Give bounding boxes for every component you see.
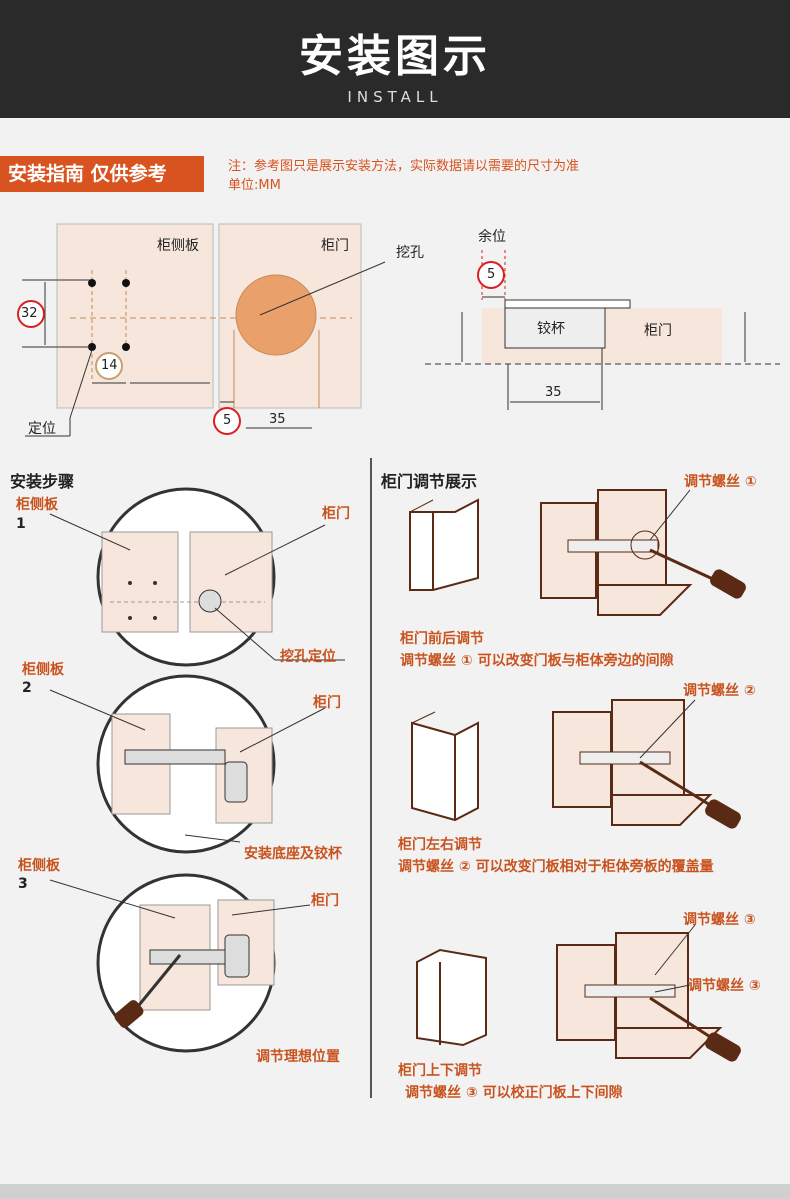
step2-side-label: 柜侧板	[22, 662, 64, 678]
guide-note-line1: 注：参考图只是展示安装方法，实际数据请以需要的尺寸为准	[228, 159, 580, 174]
guide-note-unit: 单位:MM	[228, 178, 281, 193]
label-cabinet-door: 柜门	[321, 238, 349, 254]
adjust3-desc: 调节螺丝 ③ 可以校正门板上下间隙	[405, 1085, 623, 1101]
step1-number: 1	[16, 516, 26, 532]
adjust3-title: 柜门上下调节	[398, 1063, 482, 1079]
dim-32: 32	[21, 306, 38, 321]
label-position: 定位	[28, 421, 56, 437]
drilling-diagram	[17, 223, 780, 437]
step3-number: 3	[18, 876, 28, 892]
page-title: 安装图示	[299, 31, 491, 82]
adjust2-title: 柜门左右调节	[398, 837, 482, 853]
step3-caption: 调节理想位置	[256, 1049, 340, 1065]
adjust1-title: 柜门前后调节	[400, 631, 484, 647]
adjust3-screw-label-top: 调节螺丝 ③	[683, 912, 756, 928]
adjust-illustrations	[409, 489, 746, 1062]
section-divider	[370, 458, 372, 1098]
bottom-bar	[0, 1184, 790, 1199]
adjust1-screw-label: 调节螺丝 ①	[684, 474, 757, 490]
label-cabinet-side: 柜侧板	[157, 238, 199, 254]
steps-illustrations	[49, 487, 345, 1053]
hinge-cup	[504, 307, 606, 349]
dim-14: 14	[101, 358, 118, 373]
step2-caption: 安装底座及铰杯	[244, 846, 342, 862]
step3-door-label: 柜门	[311, 893, 339, 909]
step1-side-label: 柜侧板	[16, 497, 58, 513]
label-cup: 铰杯	[537, 321, 565, 337]
dim-5-left: 5	[223, 413, 232, 428]
adjust1-desc: 调节螺丝 ① 可以改变门板与柜体旁边的间隙	[400, 653, 674, 669]
label-hole: 挖孔	[396, 245, 424, 261]
header-banner: 安装图示 INSTALL	[0, 0, 790, 118]
dim-35-right: 35	[545, 385, 562, 400]
adjust2-screw-label: 调节螺丝 ②	[683, 683, 756, 699]
adjust2-desc: 调节螺丝 ② 可以改变门板相对于柜体旁板的覆盖量	[398, 859, 714, 875]
step1-caption: 挖孔定位	[280, 649, 336, 665]
step1-door-label: 柜门	[322, 506, 350, 522]
dim-35-left: 35	[269, 412, 286, 427]
step2-door-label: 柜门	[313, 695, 341, 711]
hinge-hole	[235, 274, 317, 356]
adjust3-screw-label-mid: 调节螺丝 ③	[688, 978, 761, 994]
label-margin: 余位	[478, 229, 506, 245]
guide-note: 注：参考图只是展示安装方法，实际数据请以需要的尺寸为准 单位:MM	[228, 157, 579, 195]
step3-side-label: 柜侧板	[18, 858, 60, 874]
guide-tag: 安装指南 仅供参考	[0, 156, 204, 192]
steps-title: 安装步骤	[10, 472, 75, 491]
dim-5-right: 5	[487, 267, 496, 282]
page-subtitle: INSTALL	[347, 88, 443, 106]
adjust-title: 柜门调节展示	[381, 472, 478, 491]
step2-number: 2	[22, 680, 32, 696]
label-door-section: 柜门	[644, 323, 672, 339]
